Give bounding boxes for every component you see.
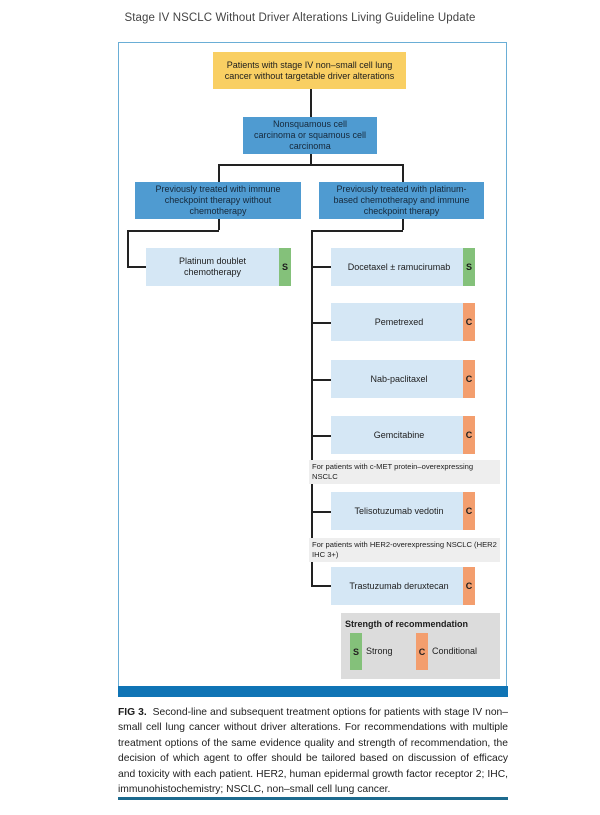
connector [218,164,403,166]
legend-swatch-conditional: C [416,633,428,670]
branch-node-platinum-immune: Previously treated with platinum-based c… [319,182,484,219]
treatment-trastuzumab-deruxtecan: Trastuzumab deruxtecan C [331,567,475,605]
treatment-name: Trastuzumab deruxtecan [349,580,449,591]
connector [310,89,312,117]
legend-label-strong: Strong [366,646,393,656]
connector [311,511,331,513]
connector [127,266,146,268]
strength-badge-conditional: C [463,360,475,398]
connector [311,230,313,586]
legend-title: Strength of recommendation [345,619,469,629]
strength-badge-conditional: C [463,492,475,530]
caption-text: Second-line and subsequent treatment opt… [118,707,509,796]
strength-badge-strong: S [463,248,475,286]
treatment-name: Docetaxel ± ramucirumab [347,261,451,272]
treatment-telisotuzumab-vedotin: Telisotuzumab vedotin C [331,492,475,530]
histology-node: Nonsquamous cell carcinoma or squamous c… [243,117,377,154]
treatment-nab-paclitaxel: Nab-paclitaxel C [331,360,475,398]
connector [311,435,331,437]
treatment-name: Gemcitabine [373,429,425,440]
connector [127,230,129,267]
treatment-name: Telisotuzumab vedotin [354,505,444,516]
legend-swatch-strong: S [350,633,362,670]
connector [127,230,219,232]
figure-frame [118,42,507,687]
connector [310,154,312,164]
treatment-docetaxel: Docetaxel ± ramucirumab S [331,248,475,286]
caption-label: FIG 3. [118,707,147,718]
connector [402,219,404,230]
note-her2: For patients with HER2-overexpressing NS… [309,538,500,562]
page-header: Stage IV NSCLC Without Driver Alteration… [124,12,476,24]
connector [402,164,404,182]
connector [218,219,220,230]
figure-frame-bar [118,686,508,697]
connector [311,379,331,381]
treatment-name: Nab-paclitaxel [370,373,428,384]
strength-badge-conditional: C [463,303,475,341]
strength-badge-conditional: C [463,567,475,605]
connector [311,585,331,587]
branch-node-immune-checkpoint: Previously treated with immune checkpoin… [135,182,301,219]
treatment-name: Pemetrexed [374,316,424,327]
strength-badge-conditional: C [463,416,475,454]
connector [218,164,220,182]
figure-caption: FIG 3. Second-line and subsequent treatm… [118,705,508,797]
treatment-platinum-doublet: Platinum doublet chemotherapy S [146,248,291,286]
treatment-pemetrexed: Pemetrexed C [331,303,475,341]
strength-badge-strong: S [279,248,291,286]
connector [311,322,331,324]
bottom-rule [118,797,508,800]
treatment-gemcitabine: Gemcitabine C [331,416,475,454]
note-c-met: For patients with c-MET protein–overexpr… [309,460,500,484]
root-node: Patients with stage IV non–small cell lu… [213,52,406,89]
connector [311,230,403,232]
legend-label-conditional: Conditional [432,646,478,656]
treatment-name: Platinum doublet chemotherapy [178,256,247,277]
connector [311,266,331,268]
